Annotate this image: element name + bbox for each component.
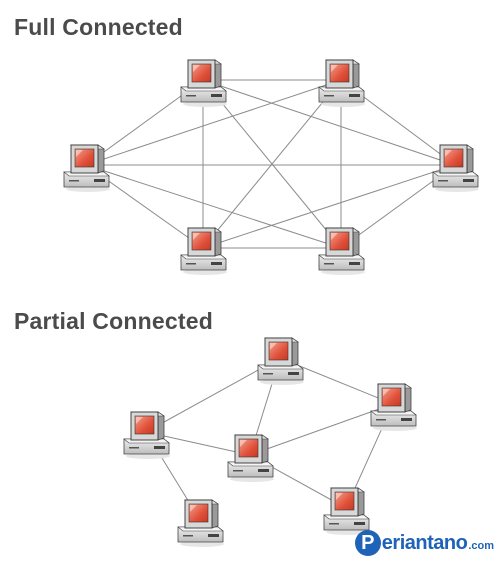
full-link-pc-top-left-to-pc-right [202, 79, 456, 166]
full-pc-bottom-right-computer-icon [318, 227, 365, 275]
full-connected-title: Full Connected [14, 14, 183, 40]
full-connected-links [85, 79, 456, 249]
full-pc-bottom-left-computer-icon [180, 227, 227, 275]
partial-connected-nodes [123, 337, 417, 547]
full-link-pc-right-to-pc-bottom-left [202, 164, 456, 249]
partial-pc-right-computer-icon [370, 383, 417, 431]
partial-connected-title: Partial Connected [14, 308, 213, 334]
full-pc-top-right-computer-icon [318, 59, 365, 107]
partial-pc-bottom-right-computer-icon [323, 487, 370, 535]
periantano-logo-icon: P [354, 530, 381, 556]
partial-pc-left-computer-icon [123, 411, 170, 459]
watermark-tld: .com [468, 540, 494, 552]
full-link-pc-top-right-to-pc-bottom-left [202, 79, 342, 249]
partial-link-pc-center-to-pc-right [249, 403, 394, 456]
full-link-pc-left-to-pc-bottom-right [85, 164, 342, 249]
partial-pc-center-computer-icon [227, 434, 274, 482]
full-connected-nodes [63, 59, 479, 275]
partial-pc-top-computer-icon [257, 337, 304, 385]
partial-pc-bottom-left-computer-icon [177, 499, 224, 547]
full-pc-left-computer-icon [63, 144, 110, 192]
watermark-text: eriantano [381, 531, 468, 554]
full-pc-right-computer-icon [432, 144, 479, 192]
full-link-pc-top-right-to-pc-left [85, 79, 342, 166]
watermark: P eriantano .com [354, 526, 494, 560]
full-pc-top-left-computer-icon [180, 59, 227, 107]
